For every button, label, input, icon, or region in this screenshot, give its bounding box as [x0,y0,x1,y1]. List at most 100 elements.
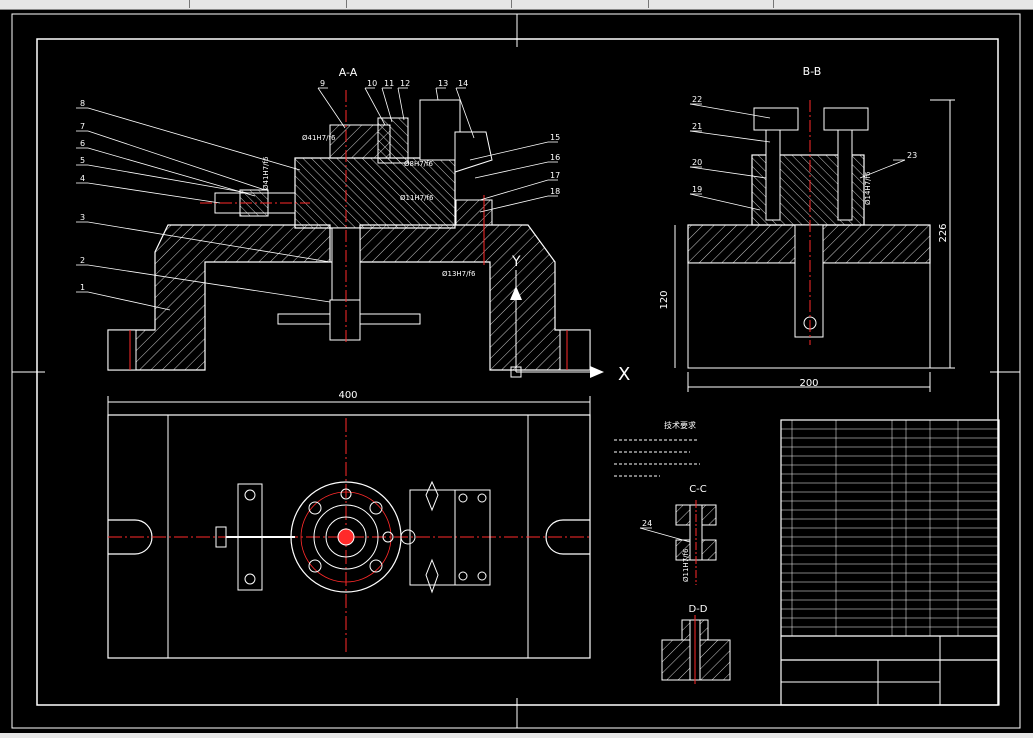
balloon-label: 1 [80,283,85,292]
leader-line [479,179,549,201]
leader-line [859,159,906,179]
bb-spindle [794,224,824,338]
balloon-label: 7 [80,122,85,131]
left-lug [107,329,137,371]
section-a-a: A-A X Y Ø41H7/f6 [76,66,630,385]
fixture-body-section [107,224,591,371]
leader-line [479,195,549,213]
balloon-label: 9 [320,79,325,88]
balloon-label: 10 [367,79,377,88]
balloon-label: 5 [80,156,85,165]
leader-line [474,161,549,179]
leader-line [435,87,439,101]
bolt-hole [340,488,352,500]
balloon-label: 18 [550,187,560,196]
balloon-label: 11 [384,79,394,88]
balloon-label: 19 [692,185,702,194]
leader-lines-c-c: 24 [639,519,691,543]
balloon-label: 8 [80,99,85,108]
leader-line [689,103,771,119]
balloon-label: 13 [438,79,448,88]
rotary-plate [294,157,456,229]
sheet-outer-border [11,13,1021,729]
parts-list-title-block [780,419,1000,706]
fit-annotation: Ø41H7/f6 [262,156,270,190]
balloon-label: 21 [692,122,702,131]
tech-notes-title: 技术要求 [664,420,696,430]
cam-hole [477,493,487,503]
fit-annotation: Ø41H7/f6 [302,134,336,142]
leader-line [689,193,761,211]
disk-hub [325,516,367,558]
leader-line [381,87,393,123]
title-block-outline [780,419,1000,706]
balloon-label: 22 [692,95,702,104]
leader-line [87,147,256,197]
indexing-seat [455,199,493,226]
parts-list-grid [781,420,999,636]
leader-line [87,221,331,263]
leader-lines-b-b: 19 20 21 22 23 [689,95,917,211]
leader-line [364,87,386,126]
cam-hole [458,493,468,503]
axis-y-label: Y [511,254,521,270]
technical-requirements: 技术要求 [614,420,700,477]
status-bar [0,733,1033,738]
balloon-label: 16 [550,153,560,162]
fit-annotation: Ø14H7/f6 [864,171,872,205]
axis-y-arrow [510,286,522,300]
axis-x-arrow [590,366,604,378]
bracket-hole [244,489,256,501]
balloon-label: 20 [692,158,702,167]
toolbar-tab[interactable] [352,0,512,8]
balloon-label: 2 [80,256,85,265]
fit-annotation: Ø11H7/f6 [682,548,690,582]
leader-line [397,87,405,121]
locating-pin [377,117,409,164]
balloon-label: 3 [80,213,85,222]
section-d-d: D-D [661,604,731,684]
leader-line [87,130,266,191]
cam-hole [477,571,487,581]
balloon-label: 23 [907,151,917,160]
toolbar-tab[interactable] [654,0,774,8]
leader-line [455,87,475,139]
bolt-hole [369,559,383,573]
bolt-hole [308,559,322,573]
bolt-hole [382,531,394,543]
leader-line [87,182,221,204]
dim-text-200: 200 [799,378,818,389]
bolt-circle [300,491,392,583]
spindle-center [337,528,355,546]
dim-text-400: 400 [338,390,357,401]
top-view: 400 [107,390,591,659]
disk-inner-ring [313,504,379,570]
slot-right [545,519,590,555]
leader-line [689,166,767,179]
toolbar-tab[interactable] [120,0,190,8]
balloon-label: 4 [80,174,85,183]
cam-block-side [454,489,491,586]
leader-line [87,107,301,171]
toolbar-tab[interactable] [517,0,649,8]
toolbar-tab[interactable] [192,0,347,8]
section-title-b-b: B-B [803,65,822,78]
section-c-c: C-C Ø11H7/f6 24 [639,484,717,585]
cad-drawing-canvas[interactable]: A-A X Y Ø41H7/f6 [0,10,1033,733]
fit-annotation: Ø13H7/f6 [442,270,476,278]
balloon-label: 14 [458,79,468,88]
cam-lever-top [425,480,439,512]
bracket-hole [244,573,256,585]
leader-line [317,87,346,129]
section-title-d-d: D-D [688,604,707,615]
dim-text-226: 226 [938,223,949,242]
axis-x-label: X [618,364,630,385]
bb-stud-right [837,129,853,221]
cam-lever-bottom [425,558,439,594]
section-title-c-c: C-C [689,484,707,495]
leader-line [87,264,331,303]
axis-origin [510,366,522,378]
support-post [419,99,461,161]
